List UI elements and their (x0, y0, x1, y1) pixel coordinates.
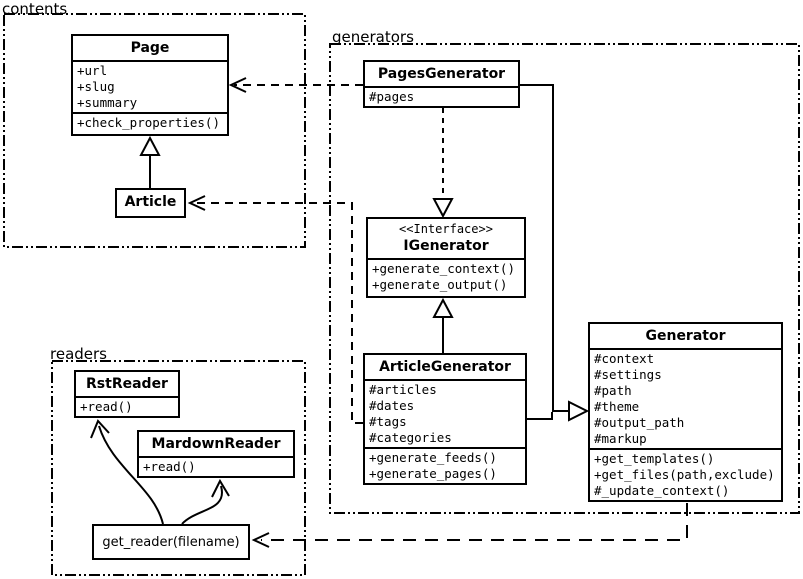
uml-attribute: #categories (369, 430, 452, 445)
open-arrowhead-icon (90, 419, 110, 439)
uml-attribute: #dates (369, 398, 415, 413)
class-title-articlegenerator: ArticleGenerator (379, 359, 511, 375)
readers-package-border (51, 360, 306, 576)
uml-method: +check_properties() (77, 115, 220, 130)
class-title-igenerator: <<Interface>> IGenerator (368, 219, 524, 258)
uml-method: +read() (80, 399, 133, 414)
package-label-contents: contents (2, 0, 68, 18)
class-title-pagesgenerator: PagesGenerator (377, 66, 506, 82)
class-stereotype-igenerator: <<Interface>> (399, 222, 493, 236)
uml-attribute: #path (594, 383, 632, 398)
uml-attribute: #articles (369, 382, 437, 397)
uml-method: +generate_output() (372, 277, 508, 292)
class-box-article: Article (115, 188, 186, 218)
uml-attribute: +url (77, 63, 108, 78)
class-title-page: Page (130, 40, 170, 56)
class-box-page: Page +url +slug +summary +check_properti… (71, 34, 229, 136)
class-methods-markdownreader: +read() (139, 456, 293, 476)
uml-method: #_update_context() (594, 483, 730, 498)
class-title-generator: Generator (645, 328, 726, 344)
class-methods-generator: +get_templates() +get_files(path,exclude… (590, 448, 781, 500)
function-label-get-reader: get_reader(filename) (102, 534, 240, 550)
generators-package-border (329, 43, 800, 514)
class-name-igenerator: IGenerator (403, 238, 489, 254)
uml-attribute: #output_path (594, 415, 685, 430)
package-label-generators: generators (332, 28, 414, 46)
uml-attribute: #tags (369, 414, 407, 429)
arrow-line-getreader-to-markdownreader (181, 485, 223, 525)
uml-attribute: #markup (594, 431, 647, 446)
dependency-line-articlegenerator-to-article (197, 202, 363, 424)
hollow-triangle-icon (432, 198, 454, 219)
open-arrowhead-icon (228, 77, 247, 93)
uml-method: +get_files(path,exclude) (594, 467, 775, 482)
uml-attribute: #context (594, 351, 655, 366)
class-title-markdownreader: MardownReader (151, 436, 281, 452)
hollow-triangle-icon (432, 297, 454, 318)
class-box-markdownreader: MardownReader +read() (137, 430, 295, 478)
class-title-article: Article (124, 194, 177, 210)
class-attributes-articlegenerator: #articles #dates #tags #categories (365, 379, 525, 447)
uml-method: +generate_context() (372, 261, 515, 276)
class-methods-articlegenerator: +generate_feeds() +generate_pages() (365, 447, 525, 483)
uml-attribute: #theme (594, 399, 640, 414)
class-box-rstreader: RstReader +read() (74, 370, 180, 418)
uml-method: +generate_feeds() (369, 450, 497, 465)
class-attributes-generator: #context #settings #path #theme #output_… (590, 348, 781, 448)
hollow-triangle-icon (568, 400, 590, 422)
open-arrowhead-icon (251, 532, 270, 548)
function-box-get-reader: get_reader(filename) (92, 524, 250, 560)
class-methods-page: +check_properties() (73, 112, 227, 132)
uml-method: +read() (143, 459, 196, 474)
uml-attribute: +summary (77, 95, 138, 110)
class-attributes-page: +url +slug +summary (73, 60, 227, 112)
hollow-triangle-icon (139, 135, 161, 156)
package-label-readers: readers (50, 345, 107, 363)
contents-package-border (3, 13, 306, 248)
class-box-articlegenerator: ArticleGenerator #articles #dates #tags … (363, 353, 527, 485)
uml-method: +generate_pages() (369, 466, 497, 481)
open-arrowhead-icon (211, 478, 230, 498)
uml-attribute: #settings (594, 367, 662, 382)
class-box-pagesgenerator: PagesGenerator #pages (363, 60, 520, 108)
dependency-line-generator-to-getreader (261, 503, 688, 541)
class-title-rstreader: RstReader (86, 376, 168, 392)
class-methods-igenerator: +generate_context() +generate_output() (368, 258, 524, 294)
arrow-line-getreader-to-rstreader (98, 425, 164, 525)
open-arrowhead-icon (187, 195, 206, 211)
class-box-generator: Generator #context #settings #path #them… (588, 322, 783, 502)
class-attributes-pagesgenerator: #pages (365, 86, 518, 106)
class-methods-rstreader: +read() (76, 396, 178, 416)
uml-method: +get_templates() (594, 451, 715, 466)
generalization-line-pagesgenerator-to-generator (520, 84, 569, 412)
class-box-igenerator: <<Interface>> IGenerator +generate_conte… (366, 217, 526, 298)
uml-attribute: +slug (77, 79, 115, 94)
generalization-line-articlegenerator-to-generator (527, 412, 553, 420)
uml-attribute: #pages (369, 89, 415, 104)
